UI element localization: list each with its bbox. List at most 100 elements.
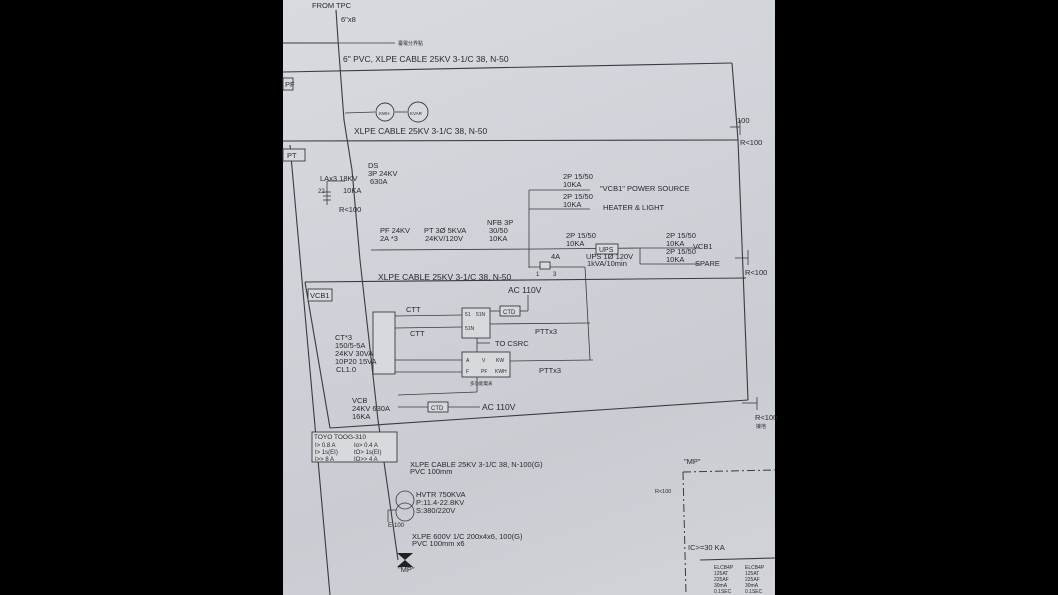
svg-text:ELCB4P: ELCB4P xyxy=(745,565,765,571)
to-mp-label: "MP" xyxy=(398,565,415,574)
branch2-spec2: 10KA xyxy=(563,200,581,209)
mp-ground-label: R<100 xyxy=(655,489,671,495)
svg-text:225AF: 225AF xyxy=(745,577,760,583)
branch5-spec1: 2P 15/50 xyxy=(666,247,696,256)
ctd-box-2 xyxy=(427,401,449,413)
nfb-label: NFB 3P xyxy=(487,218,513,227)
pf-panel-label: PF xyxy=(285,80,295,89)
ds-spec1: 3P 24KV xyxy=(368,169,397,178)
ct-label-2: 150/5-5A xyxy=(335,341,365,350)
relay-setting: t> 1s(EI) xyxy=(315,450,338,456)
relay-51n-1: 51N xyxy=(476,312,486,318)
pf-fuse-spec: 2A *3 xyxy=(380,234,398,243)
branch1-destination: "VCB1" POWER SOURCE xyxy=(600,184,690,193)
svg-text:0.1SEC: 0.1SEC xyxy=(714,589,732,595)
branch4-spec1: 2P 15/50 xyxy=(666,231,696,240)
ds-spec2: 630A xyxy=(370,177,388,186)
ground-r-label-3: R<100 xyxy=(755,413,777,422)
transformer-ground: E-100 xyxy=(388,523,405,529)
ups-spec1: UPS 1Ø 120V xyxy=(586,252,633,261)
relay-51: 51 xyxy=(465,312,471,318)
tr-cable-out-2: PVC 100mm x6 xyxy=(412,539,465,548)
ctd-box-1 xyxy=(499,305,521,317)
mp-ic-label: IC>=30 KA xyxy=(688,543,725,552)
pf-panel-tag xyxy=(282,77,294,91)
transformer-primary: P:11.4-22.8KV xyxy=(416,498,464,507)
branch4-destination: VCB1 xyxy=(693,242,713,251)
tr-cable-out-1: XLPE 600V 1/C 200x4x6, 100(G) xyxy=(412,532,523,541)
fuse-label: 4A xyxy=(551,252,560,261)
relay-setting: Io> 0.4 A xyxy=(354,443,378,449)
meter-pf: PF xyxy=(481,369,487,375)
vcb-spec2: 16KA xyxy=(352,412,370,421)
nfb-spec2: 10KA xyxy=(489,234,507,243)
ground-label: 100 xyxy=(737,116,750,125)
meter-a: A xyxy=(466,358,470,364)
svg-text:0.1SEC: 0.1SEC xyxy=(745,589,763,595)
nfb-spec1: 30/50 xyxy=(489,226,508,235)
mp-breaker-1: ELCB4P 125AT 225AF 30mA 0.1SEC xyxy=(714,565,734,595)
to-csrc-label: TO CSRC xyxy=(495,339,529,348)
ct-label-1: CT*3 xyxy=(335,333,352,342)
pt-panel-tag xyxy=(282,148,306,162)
incoming-cable-label: 6" PVC, XLPE CABLE 25KV 3-1/C 38, N-50 xyxy=(343,54,509,64)
relay-setting: tO> 1s(EI) xyxy=(354,450,382,456)
pf-fuse-label: PF 24KV xyxy=(380,226,410,235)
svg-text:30mA: 30mA xyxy=(714,583,728,589)
kvar-label: KVAR xyxy=(410,111,423,116)
tr-cable-in-1: XLPE CABLE 25KV 3-1/C 38, N-100(G) xyxy=(410,460,543,469)
la-ground-r: R<100 xyxy=(339,205,361,214)
ups-label: UPS xyxy=(599,247,614,254)
relay-model: TOYO TOOG-310 xyxy=(314,434,366,441)
branch3-spec1: 2P 15/50 xyxy=(566,231,596,240)
ctd-label-1: CTD xyxy=(503,310,516,316)
relay-51n-2: 51N xyxy=(465,326,475,332)
drawing-paper xyxy=(283,0,775,595)
kvar-meter-icon xyxy=(407,101,429,123)
ups-spec2: 1kVA/10min xyxy=(587,259,627,268)
ups-box xyxy=(595,243,619,255)
ac-110v-label-1: AC 110V xyxy=(508,285,542,295)
conduit-label: 6"x8 xyxy=(341,15,356,24)
pttx3-label-2: PTTx3 xyxy=(539,366,561,375)
vcb1-panel-tag xyxy=(307,288,333,302)
la-label: LAx3 18KV xyxy=(320,174,358,183)
transformer-label: HVTR 750KVA xyxy=(416,490,465,499)
ground-r-label-1: R<100 xyxy=(740,138,762,147)
branch4-spec2: 10KA xyxy=(666,239,684,248)
protection-relay xyxy=(461,307,491,339)
vcb-spec1: 24KV 630A xyxy=(352,404,390,413)
meter-kwh: KWH xyxy=(495,369,507,375)
tr-cable-in-2: PVC 100mm xyxy=(410,467,453,476)
branch5-spec2: 10KA xyxy=(666,255,684,264)
ct-label-4: 10P20 15VA xyxy=(335,357,377,366)
transformer-secondary: S:380/220V xyxy=(416,506,455,515)
multimeter-label: 多功能電表 xyxy=(470,380,493,387)
fuse-icon xyxy=(539,261,551,270)
branch3-spec2: 10KA xyxy=(566,239,584,248)
cable2-label: XLPE CABLE 25KV 3-1/C 38, N-50 xyxy=(354,126,488,136)
svg-text:125AT: 125AT xyxy=(714,571,728,577)
relay-setting: I>> 8 A xyxy=(315,457,334,463)
boundary-label: 臺電分界點 xyxy=(398,40,423,47)
pt-panel-label: PT xyxy=(287,151,297,160)
svg-text:125AT: 125AT xyxy=(745,571,759,577)
la-22: 22 xyxy=(318,189,325,195)
meter-f: F xyxy=(466,369,469,375)
ctt-label-2: CTT xyxy=(410,329,425,338)
fuse-terminal-1: 1 xyxy=(536,272,540,278)
branch2-spec1: 2P 15/50 xyxy=(563,192,593,201)
kwh-meter-icon xyxy=(375,102,395,122)
ground-tag: 接地 xyxy=(756,423,766,430)
pt-spec: 24KV/120V xyxy=(425,234,463,243)
pt-label: PT 3Ø 5KVA xyxy=(424,226,466,235)
ctd-label-2: CTD xyxy=(431,406,444,412)
fuse-terminal-3: 3 xyxy=(553,272,557,278)
svg-text:ELCB4P: ELCB4P xyxy=(714,565,734,571)
ac-110v-label-2: AC 110V xyxy=(482,402,516,412)
vcb1-panel-label: VCB1 xyxy=(310,291,330,300)
ct-label-3: 24KV 30VA xyxy=(335,349,373,358)
branch2-destination: HEATER & LIGHT xyxy=(603,203,665,212)
svg-text:225AF: 225AF xyxy=(714,577,729,583)
